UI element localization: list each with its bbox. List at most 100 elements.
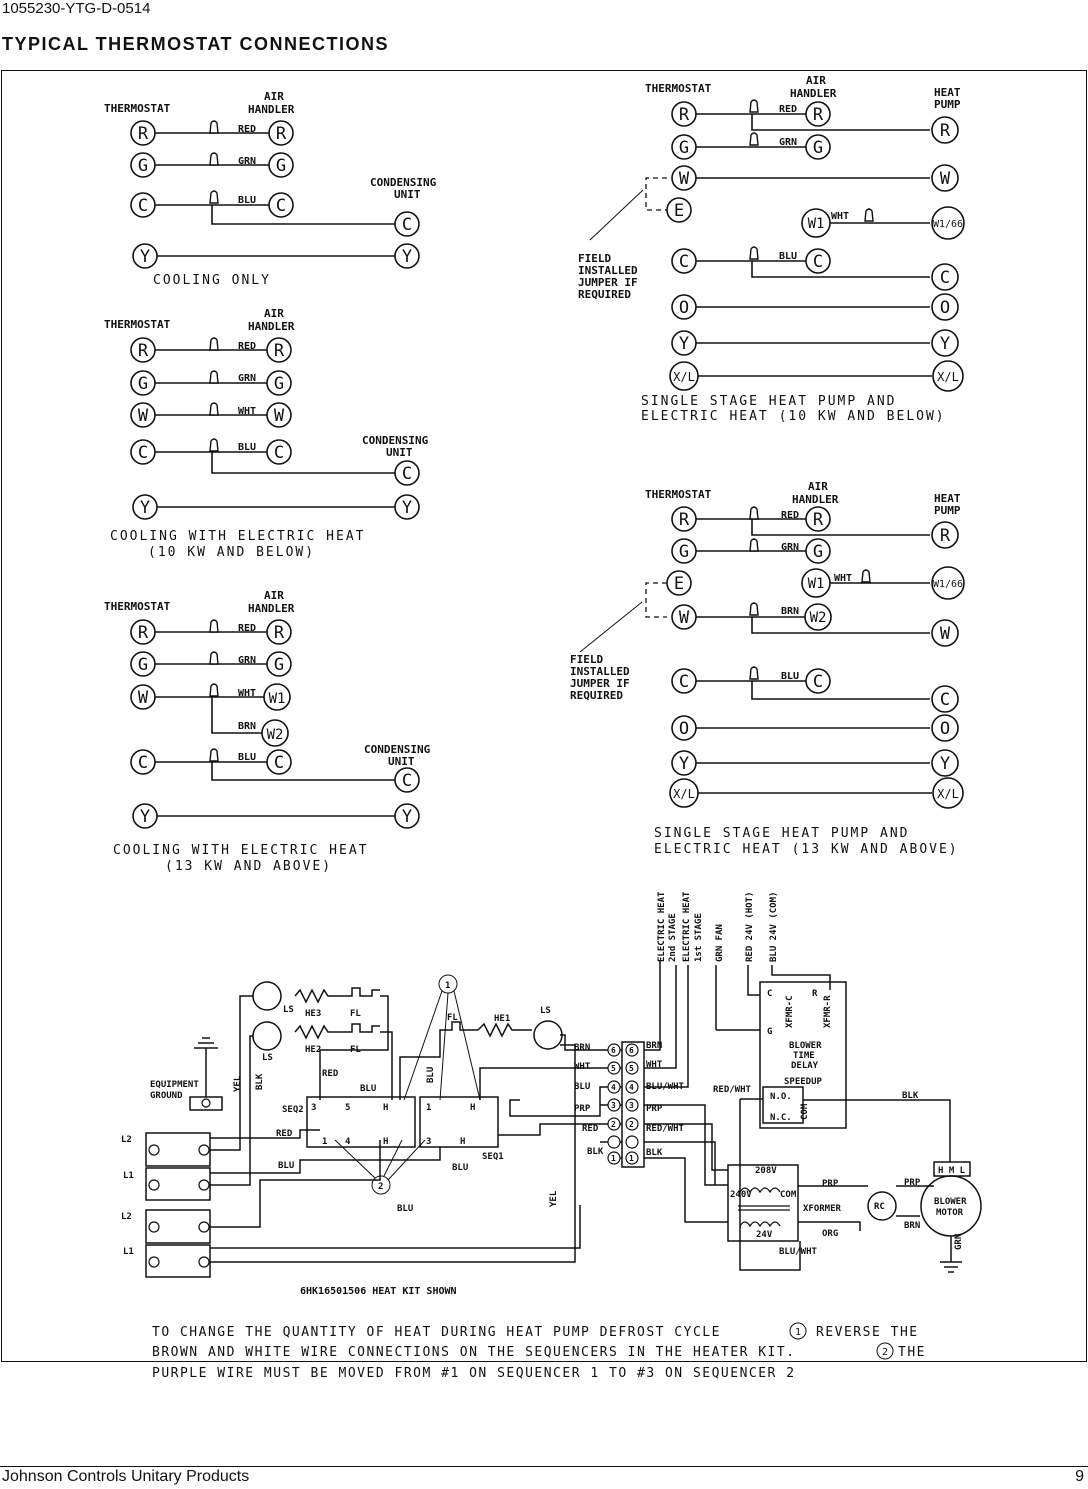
- term-g: G: [274, 374, 284, 394]
- strip-terminals: [148, 1043, 639, 1268]
- label-jumper-if: JUMPER IF: [570, 677, 630, 690]
- term-c: C: [402, 215, 412, 235]
- term-c: C: [138, 196, 148, 216]
- caption-hp10-2: ELECTRIC HEAT (10 KW AND BELOW): [641, 409, 946, 424]
- strip-4: 4: [629, 1083, 634, 1092]
- term-c: C: [940, 268, 950, 288]
- lbl-blu: BLU: [426, 1067, 436, 1083]
- lbl-ls: LS: [283, 1005, 294, 1015]
- term-y: Y: [402, 498, 412, 518]
- wire-blu: BLU: [238, 442, 256, 453]
- label-handler: HANDLER: [790, 87, 837, 100]
- note-callout-1: [789, 1322, 807, 1340]
- lbl-fl: FL: [350, 1045, 361, 1055]
- defrost-note: TO CHANGE THE QUANTITY OF HEAT DURING HE…: [152, 1322, 924, 1381]
- strip-2: 2: [629, 1120, 634, 1129]
- strip-6: 6: [629, 1046, 634, 1055]
- lbl-grn: GRN: [954, 1234, 964, 1250]
- lbl-com: COM: [800, 1103, 810, 1120]
- term-o: O: [940, 719, 950, 739]
- lbl-nc: N.C.: [770, 1113, 792, 1123]
- seq-term-h: H: [383, 1137, 388, 1147]
- label-thermostat: THERMOSTAT: [104, 600, 171, 613]
- wire-red: RED: [238, 623, 256, 634]
- xformer-coils: [738, 1187, 790, 1228]
- lbl-blu: BLU: [452, 1163, 468, 1173]
- lbl-blower: BLOWER: [789, 1041, 822, 1051]
- term-w: W: [138, 406, 149, 426]
- lbl-l2: L2: [121, 1212, 132, 1222]
- strip-4: 4: [611, 1083, 616, 1092]
- footer-company: Johnson Controls Unitary Products: [2, 1468, 250, 1485]
- lbl-he1: HE1: [494, 1014, 510, 1024]
- lbl-prp: PRP: [646, 1104, 663, 1114]
- lbl-c: C: [767, 989, 772, 999]
- wire-red: RED: [779, 104, 797, 115]
- lbl-prp: PRP: [574, 1104, 591, 1114]
- term-y: Y: [402, 247, 412, 267]
- term-xl: X/L: [937, 370, 959, 384]
- lbl-blu: BLU: [574, 1082, 590, 1092]
- term-r: R: [276, 124, 287, 144]
- lbl-yel: YEL: [233, 1075, 243, 1092]
- note-line1b: REVERSE THE: [816, 1325, 919, 1340]
- label-air: AIR: [264, 307, 284, 320]
- lbl-delay: DELAY: [791, 1061, 819, 1071]
- term-g: G: [138, 156, 148, 176]
- lbl-he3: HE3: [305, 1009, 321, 1019]
- lbl-l1: L1: [123, 1171, 134, 1181]
- term-y: Y: [940, 754, 950, 774]
- label-field: FIELD: [578, 252, 611, 265]
- label-handler: HANDLER: [248, 103, 295, 116]
- note-callout-2-label: 2: [882, 1347, 888, 1358]
- lbl-prp: PRP: [904, 1178, 921, 1188]
- lbl-blu: BLU: [360, 1084, 376, 1094]
- lbl-blu: BLU: [397, 1204, 413, 1214]
- term-c: C: [813, 672, 823, 692]
- diagram-captions: COOLING ONLY COOLING WITH ELECTRIC HEAT …: [110, 273, 957, 874]
- lbl-red-wht: RED/WHT: [646, 1124, 685, 1134]
- label-unit: UNIT: [386, 446, 413, 459]
- strip-5: 5: [629, 1064, 634, 1073]
- term-g: G: [138, 374, 148, 394]
- schematic-lines: [145, 960, 982, 1278]
- lbl-ground: GROUND: [150, 1091, 183, 1101]
- lbl-brn: BRN: [646, 1041, 662, 1051]
- wire-red: RED: [781, 510, 799, 521]
- lbl-brn: BRN: [904, 1221, 920, 1231]
- label-air: AIR: [264, 589, 284, 602]
- term-c: C: [813, 252, 823, 272]
- caption-eh10-2: (10 KW AND BELOW): [148, 545, 315, 560]
- lbl-he2: HE2: [305, 1045, 321, 1055]
- label-handler: HANDLER: [792, 493, 839, 506]
- caption-hp13-1: SINGLE STAGE HEAT PUMP AND: [654, 826, 910, 841]
- label-jumper-if: JUMPER IF: [578, 276, 638, 289]
- lbl-eh2-b: 2nd STAGE: [668, 913, 678, 962]
- term-e: E: [674, 201, 684, 221]
- lbl-24v: 24V: [756, 1230, 773, 1240]
- note-line1a: TO CHANGE THE QUANTITY OF HEAT DURING HE…: [152, 1325, 721, 1340]
- strip-2: 2: [611, 1120, 616, 1129]
- label-handler: HANDLER: [248, 320, 295, 333]
- field-jumpers: [645, 177, 667, 618]
- lbl-com: COM: [780, 1190, 797, 1200]
- label-field: FIELD: [570, 653, 603, 666]
- label-required: REQUIRED: [578, 288, 631, 301]
- term-w: W: [940, 169, 951, 189]
- wire-wht: WHT: [831, 211, 849, 222]
- label-condensing: CONDENSING: [362, 434, 429, 447]
- term-y: Y: [140, 247, 150, 267]
- lbl-blu-wht: BLU/WHT: [779, 1247, 818, 1257]
- wire-blu: BLU: [781, 671, 799, 682]
- document-id: 1055230-YTG-D-0514: [2, 0, 151, 17]
- wire-brn: BRN: [781, 606, 799, 617]
- note-line2a: BROWN AND WHITE WIRE CONNECTIONS ON THE …: [152, 1345, 796, 1360]
- term-e: E: [674, 574, 684, 594]
- label-handler: HANDLER: [248, 602, 295, 615]
- wire-brn: BRN: [238, 721, 256, 732]
- seq-term-1: 1: [322, 1137, 327, 1147]
- term-y: Y: [402, 807, 412, 827]
- term-w: W: [138, 688, 149, 708]
- lbl-equipment: EQUIPMENT: [150, 1080, 199, 1090]
- term-y: Y: [140, 498, 150, 518]
